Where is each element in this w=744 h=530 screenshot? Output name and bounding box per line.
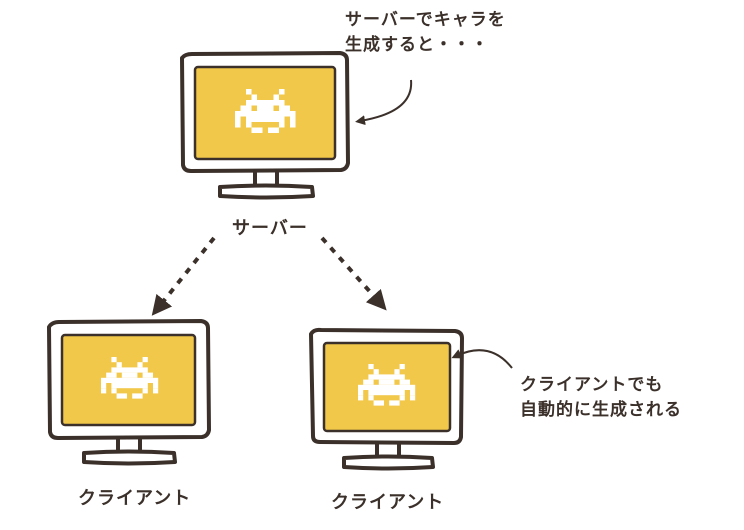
client-note-line2: 自動的に生成される bbox=[520, 400, 682, 420]
client-right-label: クライアント bbox=[331, 492, 445, 513]
client-monitor-right bbox=[309, 327, 464, 471]
server-note-line1: サーバーでキャラを bbox=[345, 10, 506, 30]
client-note-line1: クライアントでも bbox=[520, 375, 664, 395]
client-note: クライアントでも 自動的に生成される bbox=[520, 373, 682, 423]
server-label: サーバー bbox=[232, 218, 308, 239]
server-note: サーバーでキャラを 生成すると・・・ bbox=[345, 8, 506, 58]
client-left-label: クライアント bbox=[78, 488, 192, 509]
server-note-line2: 生成すると・・・ bbox=[345, 35, 489, 55]
arrow-to-client-right bbox=[320, 236, 387, 311]
client-monitor-left bbox=[47, 319, 211, 466]
client-note-pointer bbox=[451, 349, 513, 369]
server-monitor bbox=[180, 51, 350, 200]
arrow-to-client-left bbox=[151, 236, 216, 316]
server-note-pointer bbox=[355, 79, 413, 126]
